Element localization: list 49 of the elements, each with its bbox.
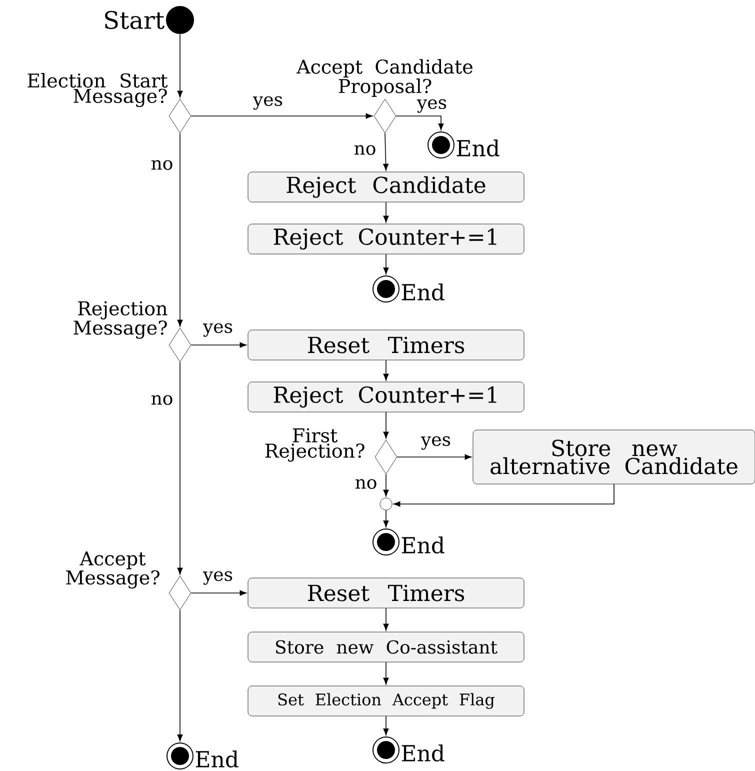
arrow [190,590,247,596]
decision-label: First Rejection? [265,428,364,462]
arrow [190,113,373,119]
arrow [383,412,389,439]
arrow [383,608,389,631]
process-box: Reset Timers [248,578,524,608]
process-box: Set Election Accept Flag [248,686,524,716]
arrow [177,610,183,742]
edge-label: no [150,159,174,171]
edge-label: yes [202,322,234,338]
end-label: End [456,139,500,157]
edge-label: no [150,394,174,406]
arrow [177,34,183,98]
decision-label: Accept Message? [66,551,160,589]
process-box: Store new Co-assistant [248,632,524,662]
arrow [396,454,472,460]
arrow [383,716,389,736]
arrow [383,662,389,685]
edge-label: no [352,144,378,156]
edge-label: yes [420,435,452,451]
process-box: Reset Timers [248,330,524,360]
arrow [383,360,389,381]
end-label: End [402,744,444,762]
merge-circle [380,498,392,510]
decision-label: Accept Candidate Proposal? [296,59,472,97]
arrow [383,510,389,528]
arrow [383,132,388,171]
decision-label: Rejection Message? [74,301,168,339]
process-box: Reject Candidate [248,172,524,202]
edge-label: no [354,478,378,490]
end-label: End [402,536,444,554]
decision-label: Election Start Message? [28,73,168,107]
arrow [177,132,183,327]
arrow [396,116,444,130]
arrow [177,362,183,575]
process-box: Store new alternative Candidate [472,430,755,484]
edge-label: yes [416,98,448,114]
arrow [190,342,247,348]
end-label: End [196,750,238,768]
arrow [383,254,389,274]
process-box: Reject Counter+=1 [248,382,524,412]
edge-label: yes [202,570,234,586]
end-label: End [402,283,444,301]
start-label: Start [105,10,164,30]
arrow [383,474,389,497]
edge-label: yes [252,95,284,111]
arrow [383,202,389,223]
arrow [393,484,614,507]
process-box: Reject Counter+=1 [248,224,524,254]
